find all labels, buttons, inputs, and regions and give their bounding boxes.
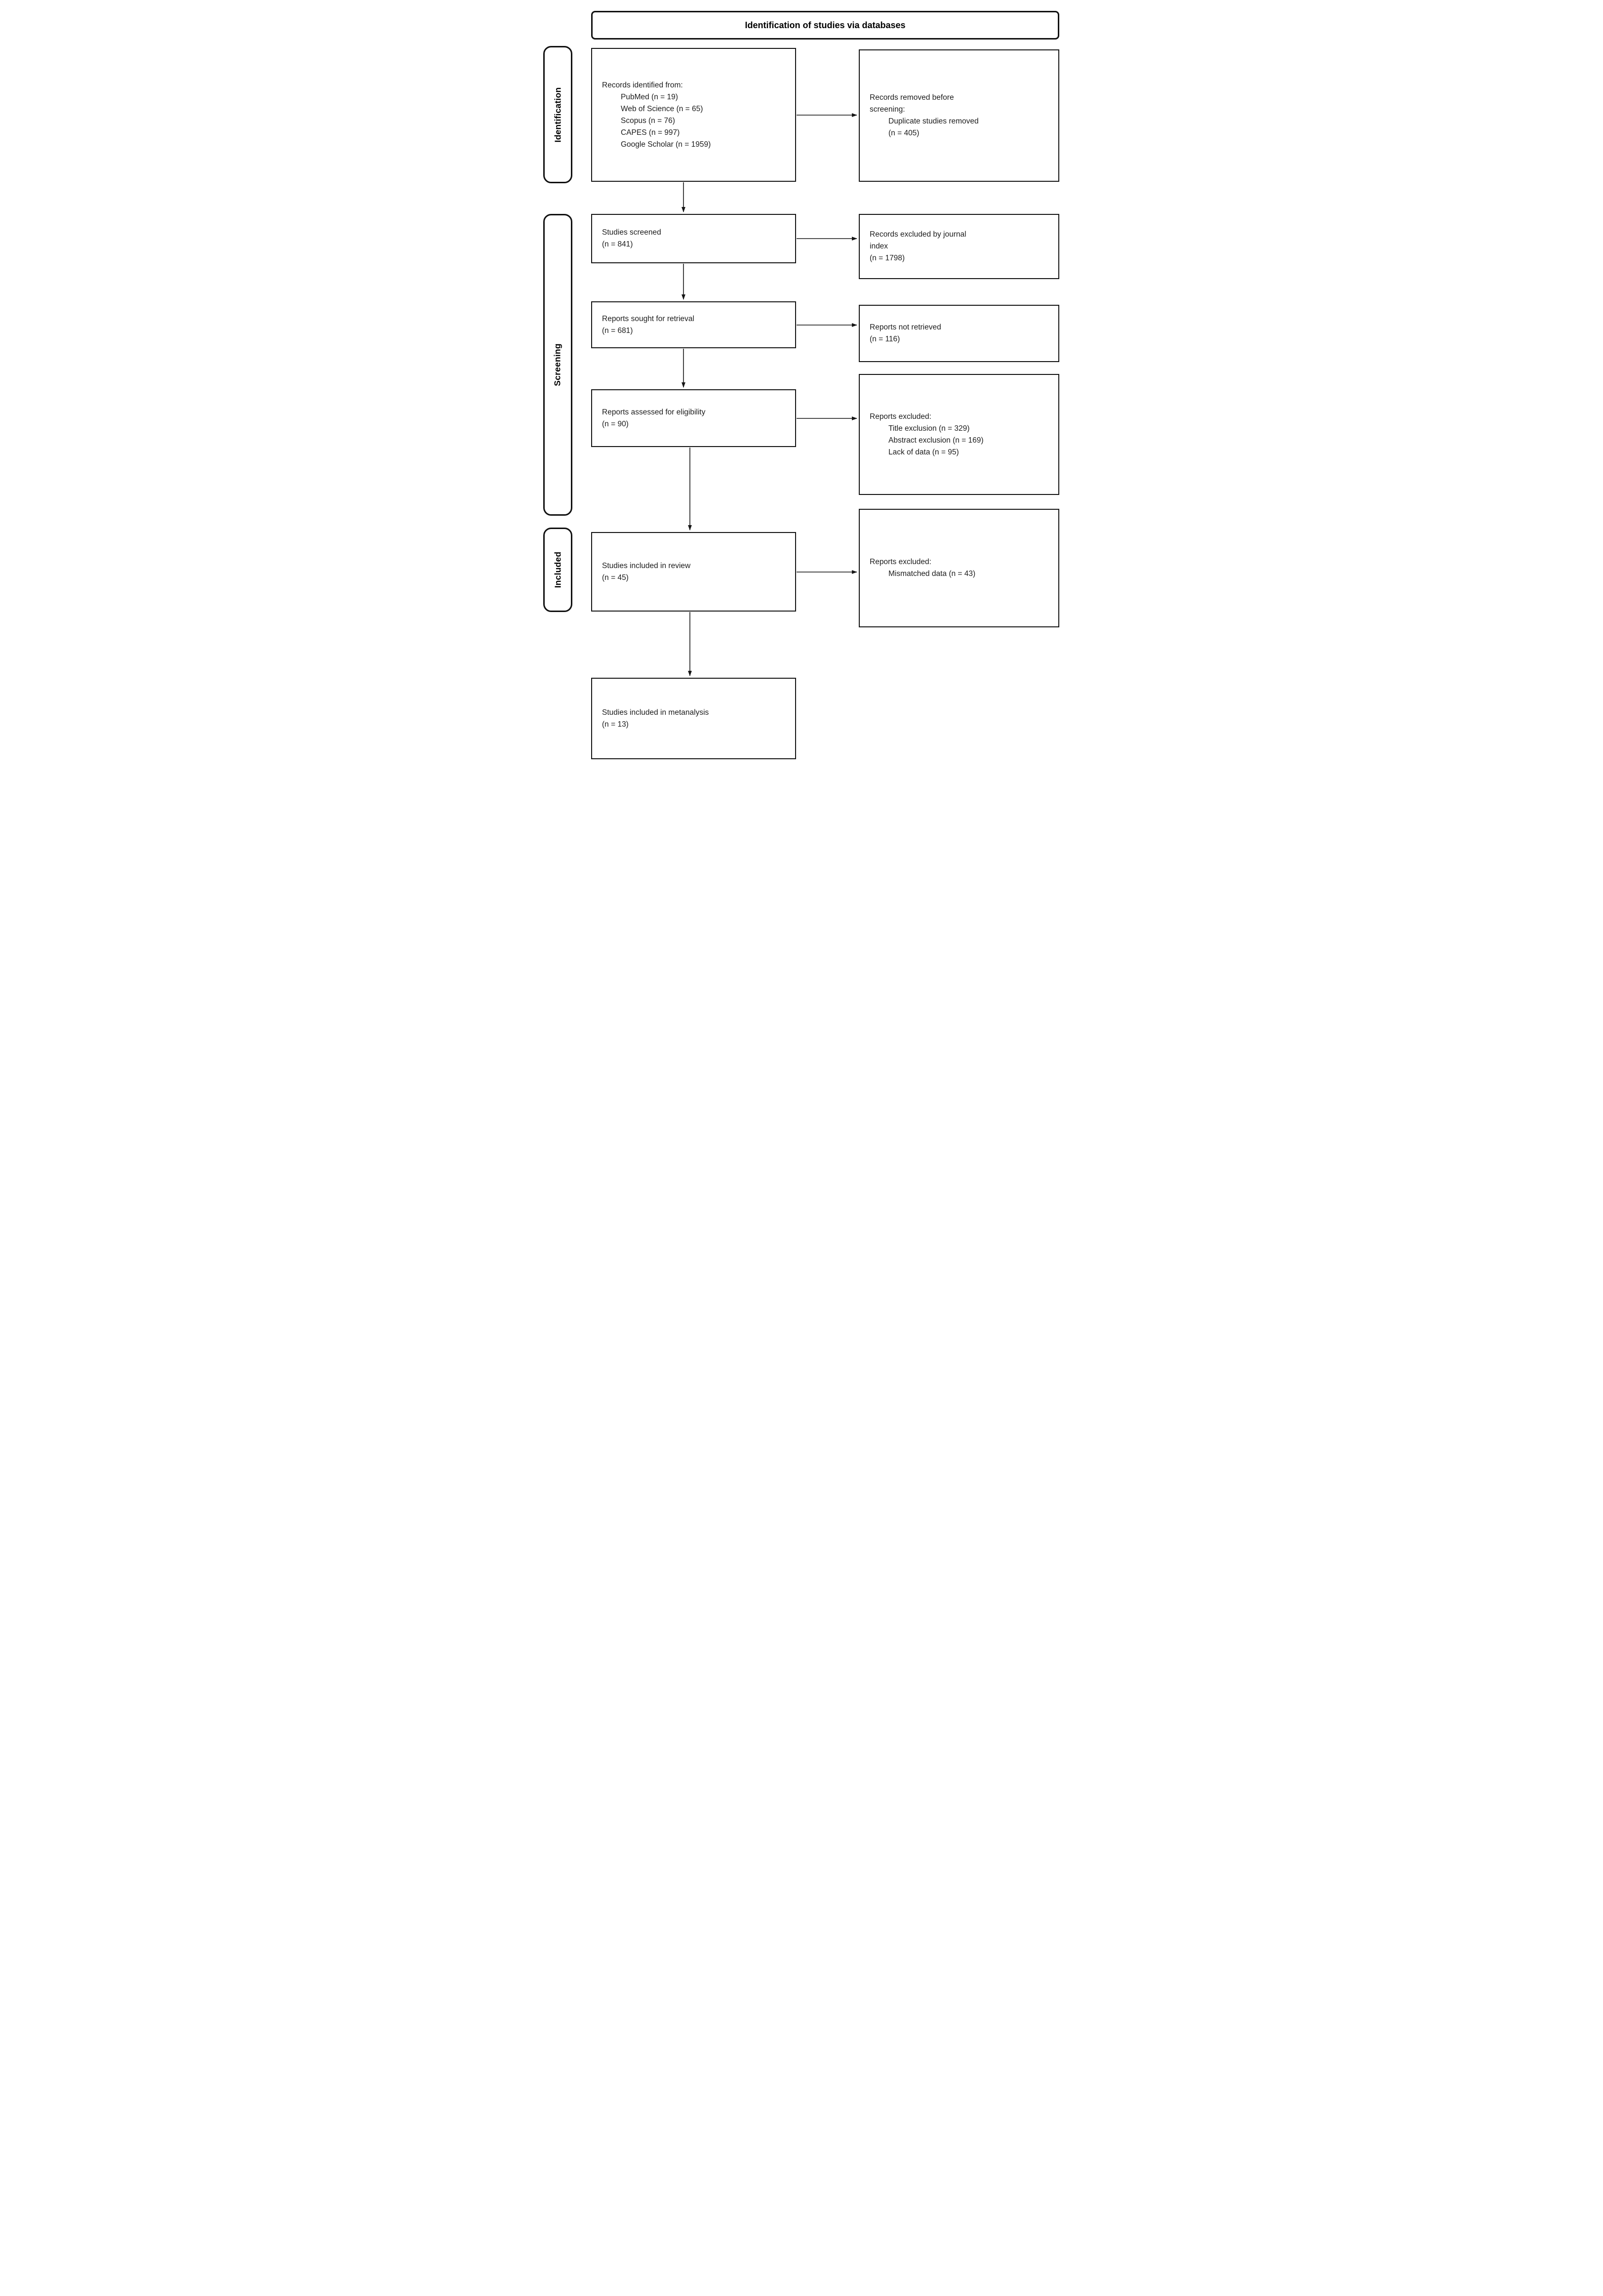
stage-screening: Screening <box>543 214 572 516</box>
diagram-title-box: Identification of studies via databases <box>591 11 1059 40</box>
box-line: (n = 1798) <box>870 254 905 262</box>
prisma-flow-diagram: Identification of studies via databases … <box>534 0 1069 765</box>
stage-identification-label: Identification <box>553 87 563 142</box>
box-line: (n = 90) <box>602 419 629 428</box>
box-records-excluded-by-journal-index: Records excluded by journal index (n = 179… <box>859 214 1059 279</box>
box-line: Reports excluded: <box>870 558 931 566</box>
box-line: Abstract exclusion (n = 169) <box>888 436 984 445</box>
box-line: screening: <box>870 105 905 114</box>
box-line: Records identified from: <box>602 81 683 89</box>
box-records-removed-before-screening: Records removed before screening: Duplicat… <box>859 49 1059 182</box>
stage-included: Included <box>543 528 572 612</box>
box-line: index <box>870 242 888 250</box>
box-line: PubMed (n = 19) <box>621 92 678 101</box>
box-line: (n = 116) <box>870 335 900 343</box>
box-line: Web of Science (n = 65) <box>621 104 703 113</box>
box-studies-included-in-metanalysis: Studies included in metanalysis (n = 13) <box>591 678 796 759</box>
box-line: Reports not retrieved <box>870 323 941 331</box>
box-studies-included-in-review: Studies included in review (n = 45) <box>591 532 796 612</box>
box-records-identified: Records identified from: PubMed (n = 19) W… <box>591 48 796 182</box>
box-studies-screened: Studies screened (n = 841) <box>591 214 796 263</box>
stage-identification: Identification <box>543 46 572 183</box>
box-line: Scopus (n = 76) <box>621 116 675 125</box>
diagram-title: Identification of studies via databases <box>745 20 906 30</box>
box-line: Studies screened <box>602 228 661 237</box>
box-reports-assessed-for-eligibility: Reports assessed for eligibility (n = 90) <box>591 389 796 447</box>
box-line: Title exclusion (n = 329) <box>888 424 970 433</box>
box-line: (n = 681) <box>602 326 633 335</box>
box-line: (n = 405) <box>888 129 920 137</box>
box-line: Records removed before <box>870 93 954 102</box>
box-line: Google Scholar (n = 1959) <box>621 140 711 149</box>
box-line: (n = 841) <box>602 240 633 248</box>
stage-included-label: Included <box>553 551 562 588</box>
box-line: Studies included in metanalysis <box>602 708 709 717</box>
box-line: Lack of data (n = 95) <box>888 448 959 456</box>
box-reports-sought-for-retrieval: Reports sought for retrieval (n = 681) <box>591 301 796 348</box>
box-reports-excluded-mismatched-data: Reports excluded: Mismatched data (n = 43… <box>859 509 1059 627</box>
box-line: CAPES (n = 997) <box>621 128 680 137</box>
box-line: Studies included in review <box>602 561 691 570</box>
box-line: (n = 45) <box>602 573 629 582</box>
box-line: Records excluded by journal <box>870 230 966 239</box>
box-line: Duplicate studies removed <box>888 117 979 125</box>
box-reports-excluded-eligibility: Reports excluded: Title exclusion (n = 32… <box>859 374 1059 495</box>
box-line: Mismatched data (n = 43) <box>888 570 976 578</box>
stage-screening-label: Screening <box>553 343 563 386</box>
box-line: Reports assessed for eligibility <box>602 408 706 416</box>
box-reports-not-retrieved: Reports not retrieved (n = 116) <box>859 305 1059 362</box>
box-line: Reports excluded: <box>870 412 931 421</box>
box-line: Reports sought for retrieval <box>602 314 694 323</box>
box-line: (n = 13) <box>602 720 629 729</box>
